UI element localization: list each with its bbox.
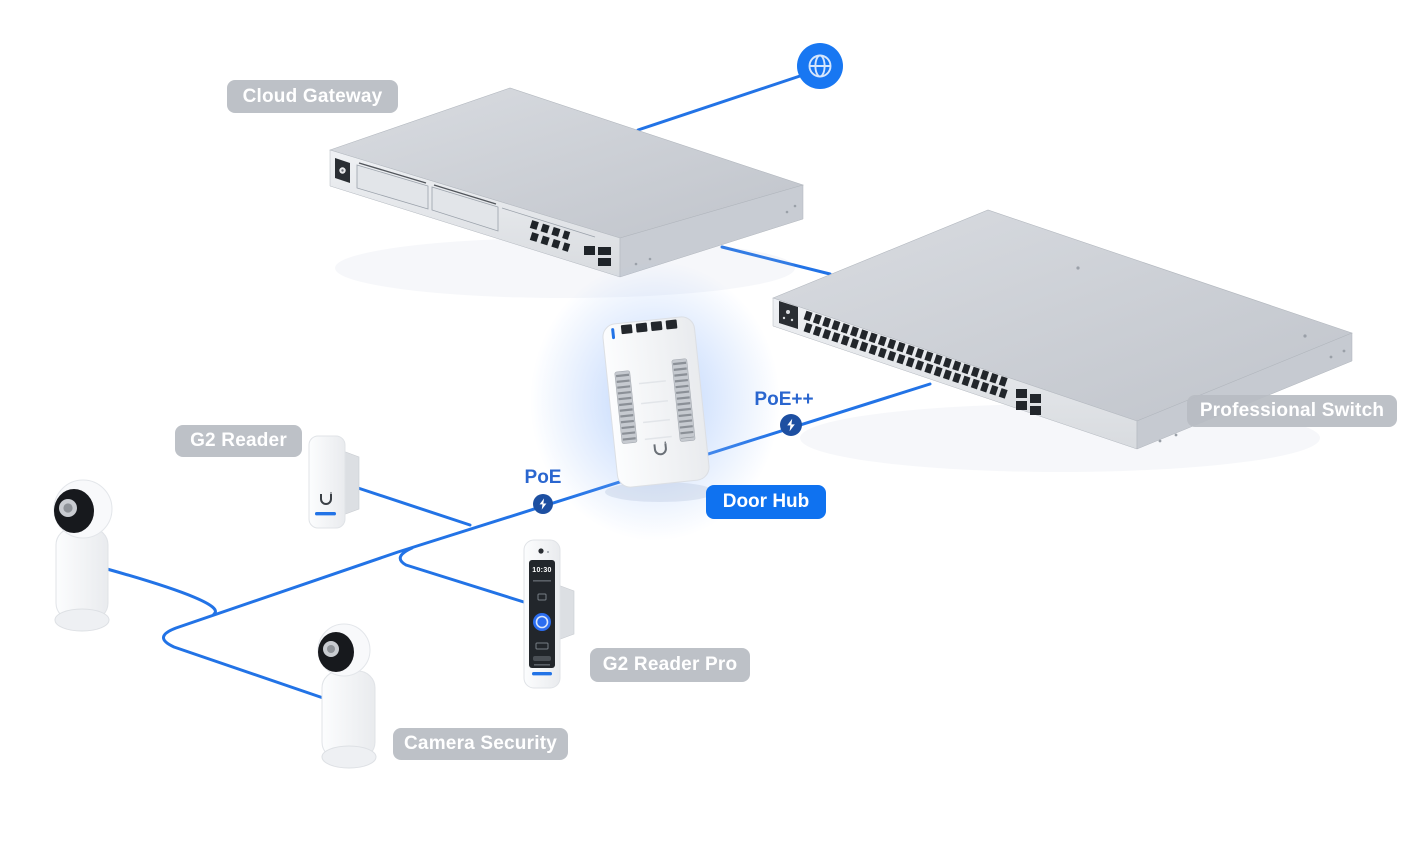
g2-reader-led-bar bbox=[315, 512, 336, 516]
gateway-ethernet-ports bbox=[529, 220, 571, 252]
door-hub-ethernet-jacks bbox=[620, 319, 678, 335]
line-g2reader-trunk bbox=[356, 486, 472, 527]
gateway-sfp-ports bbox=[584, 246, 611, 266]
switch-screws bbox=[1076, 266, 1346, 443]
reader-pro-camera bbox=[538, 548, 544, 554]
poe-label: PoE bbox=[524, 467, 562, 488]
door-hub-status-led bbox=[611, 328, 616, 340]
switch-sfp-ports bbox=[1016, 389, 1041, 415]
camera-device-1[interactable] bbox=[53, 479, 113, 632]
reader-pro-led-bar bbox=[532, 672, 552, 676]
professional-switch-label: Professional Switch bbox=[1187, 395, 1397, 427]
reader-pro-screen-time: 10:30 bbox=[532, 566, 552, 574]
line-gateway-switch bbox=[720, 245, 832, 276]
globe-icon bbox=[808, 54, 832, 78]
reader-pro-touch-button bbox=[533, 613, 551, 631]
door-hub-panel-markings bbox=[638, 380, 672, 441]
g2-reader-label: G2 Reader bbox=[175, 425, 302, 457]
camera-security-device[interactable] bbox=[317, 623, 377, 769]
door-hub-label[interactable]: Door Hub bbox=[706, 485, 826, 519]
g2-reader-pro-label: G2 Reader Pro bbox=[590, 648, 750, 682]
poe-bolt-icon bbox=[533, 494, 553, 514]
ubiquiti-logo-icon bbox=[320, 492, 332, 505]
door-hub-terminal-strip-left bbox=[614, 370, 638, 444]
gateway-drive-bay bbox=[356, 164, 429, 210]
line-branch-readerpro bbox=[398, 546, 529, 605]
cloud-gateway-label: Cloud Gateway bbox=[227, 80, 398, 113]
switch-ethernet-ports bbox=[803, 310, 1010, 400]
camera-security-label: Camera Security bbox=[393, 728, 568, 760]
line-internet-gateway bbox=[636, 70, 814, 132]
door-hub-terminal-strip-right bbox=[671, 358, 696, 442]
ubiquiti-logo-icon bbox=[653, 441, 667, 456]
door-hub-device[interactable] bbox=[602, 316, 711, 489]
g2-reader-pro-device[interactable] bbox=[523, 539, 575, 689]
gateway-drive-bay bbox=[431, 186, 499, 232]
internet-node[interactable] bbox=[797, 43, 843, 89]
poe-plus-bolt-icon bbox=[780, 414, 802, 436]
door-hub-shadow bbox=[605, 482, 715, 502]
professional-switch-device[interactable] bbox=[772, 209, 1353, 450]
line-camera1-trunk bbox=[105, 567, 217, 616]
switch-power-socket bbox=[779, 301, 798, 329]
cloud-gateway-device[interactable] bbox=[329, 87, 805, 278]
poe-plus-label: PoE++ bbox=[754, 389, 814, 410]
connection-lines bbox=[105, 70, 932, 703]
g2-reader-device[interactable] bbox=[308, 435, 360, 529]
line-switch-hub-trunk bbox=[162, 382, 932, 703]
